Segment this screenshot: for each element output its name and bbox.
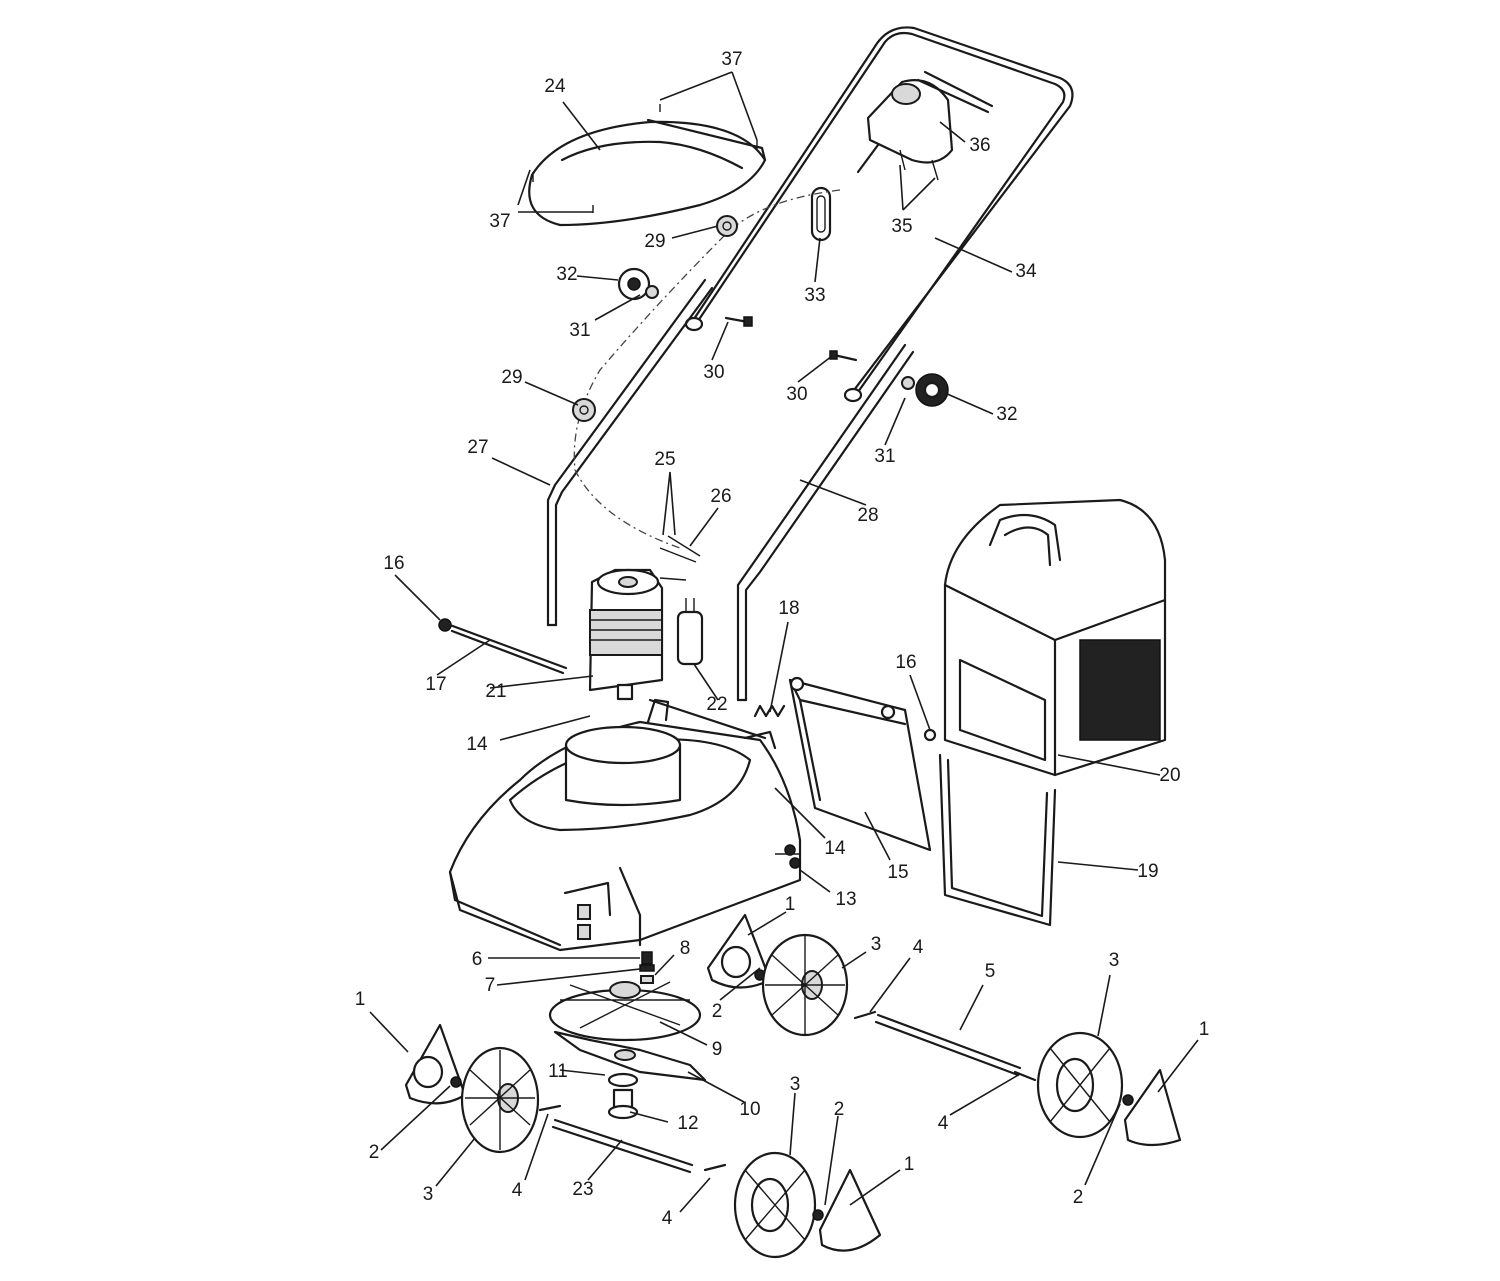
handle-knob-lower (572, 398, 596, 422)
callout-1-rear-left: 1 (785, 894, 796, 915)
bag-frame (938, 753, 1057, 927)
cable-clip (810, 186, 832, 242)
callout-30-left: 30 (703, 362, 724, 383)
callout-2-rear-right: 2 (1073, 1187, 1084, 1208)
callout-4-front-right: 4 (662, 1208, 673, 1229)
callout-14-right: 14 (824, 838, 846, 859)
callout-21: 21 (485, 681, 506, 702)
wheel-rear-left (706, 913, 877, 1037)
callout-1-front-right: 1 (904, 1154, 915, 1175)
callout-19: 19 (1137, 861, 1158, 882)
motor (588, 568, 687, 701)
blade (553, 1030, 707, 1082)
wheel-rear-right (1013, 1031, 1182, 1147)
callout-12: 12 (677, 1113, 698, 1134)
callout-14-left: 14 (466, 734, 488, 755)
callout-23: 23 (572, 1179, 593, 1200)
callout-3-front-left: 3 (423, 1184, 434, 1205)
callout-2-front-right: 2 (834, 1099, 845, 1120)
callout-37-top: 37 (721, 49, 742, 70)
callout-37-left: 37 (489, 211, 510, 232)
callout-25: 25 (654, 449, 675, 470)
callout-15: 15 (887, 862, 908, 883)
callout-27: 27 (467, 437, 488, 458)
callout-3-rear-right: 3 (1109, 950, 1120, 971)
rear-rod (438, 618, 568, 675)
callout-2-rear-left: 2 (712, 1001, 723, 1022)
blade-bolt (607, 1072, 639, 1120)
bolts-30 (724, 316, 858, 362)
callout-1-front-left: 1 (355, 989, 366, 1010)
callout-36: 36 (969, 135, 990, 156)
callout-31-right: 31 (874, 446, 895, 467)
lower-handle-right (736, 343, 915, 702)
spring-18 (753, 704, 786, 718)
handle-wheel-right (901, 373, 949, 407)
callout-28: 28 (857, 505, 878, 526)
lower-handle-left (546, 278, 714, 627)
callout-4-rear-right: 4 (938, 1113, 949, 1134)
wheel-front-right (703, 1151, 882, 1259)
callout-29-lower: 29 (501, 367, 522, 388)
screws-35 (899, 149, 939, 181)
callout-31-left: 31 (569, 320, 590, 341)
callout-26: 26 (710, 486, 731, 507)
motor-screws (659, 535, 701, 563)
rear-axle (874, 1013, 1022, 1077)
callout-30-right: 30 (786, 384, 807, 405)
callout-32-right: 32 (996, 404, 1017, 425)
handle-wheel-left (617, 267, 659, 301)
callout-9: 9 (712, 1039, 723, 1060)
leader-lines (369, 71, 1199, 1213)
switch-box (856, 70, 994, 174)
callout-7: 7 (485, 975, 496, 996)
callout-1-rear-right: 1 (1199, 1019, 1210, 1040)
callout-16-left: 16 (383, 553, 404, 574)
handle-knob-upper (716, 215, 738, 237)
mower-deck (448, 698, 802, 952)
callout-5: 5 (985, 961, 996, 982)
callout-3-rear-left: 3 (871, 934, 882, 955)
callout-32-left: 32 (556, 264, 577, 285)
callout-4-front-left: 4 (512, 1180, 523, 1201)
rear-flap (788, 676, 932, 852)
pin-16-right (923, 728, 937, 742)
callout-18: 18 (778, 598, 799, 619)
grass-bag (943, 498, 1167, 777)
callout-35: 35 (891, 216, 912, 237)
callout-2-front-left: 2 (369, 1142, 380, 1163)
callout-13: 13 (835, 889, 856, 910)
callout-33: 33 (804, 285, 825, 306)
callout-24: 24 (544, 76, 566, 97)
callout-10: 10 (739, 1099, 760, 1120)
callout-17: 17 (425, 674, 446, 695)
callout-34: 34 (1015, 261, 1037, 282)
bag-frame-inner (946, 758, 1049, 918)
front-axle (551, 1118, 694, 1174)
callout-4-rear-left: 4 (913, 937, 924, 958)
fan (548, 981, 702, 1042)
callout-16-right: 16 (895, 652, 916, 673)
motor-cover (528, 118, 767, 227)
callout-8: 8 (680, 938, 691, 959)
callout-22: 22 (706, 694, 727, 715)
callout-6: 6 (472, 949, 483, 970)
power-cable (573, 189, 841, 549)
callout-29-upper: 29 (644, 231, 665, 252)
fan-fasteners (639, 951, 655, 984)
callout-labels: 37 24 37 29 32 31 30 29 33 34 35 36 30 3… (355, 49, 1210, 1229)
capacitor (676, 598, 704, 666)
wheel-front-left (404, 1023, 562, 1154)
callout-20: 20 (1159, 765, 1180, 786)
upper-handle (684, 26, 1074, 403)
callout-3-front-right: 3 (790, 1074, 801, 1095)
callout-11: 11 (548, 1061, 568, 1082)
